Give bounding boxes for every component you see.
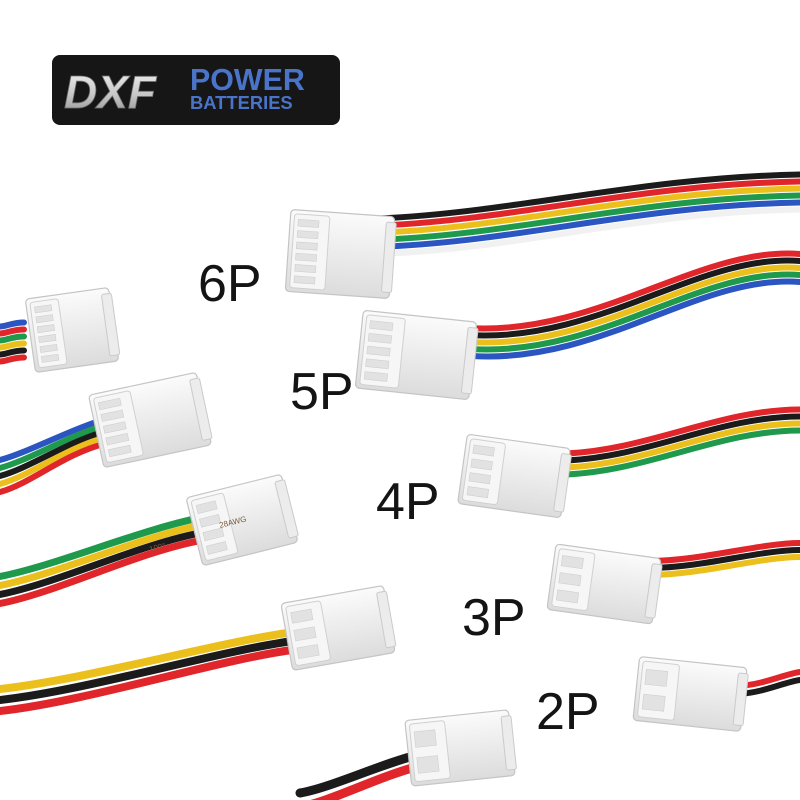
wire-black bbox=[0, 347, 27, 358]
wire-black bbox=[376, 171, 800, 222]
wire-red bbox=[0, 326, 27, 337]
wire-red bbox=[378, 178, 800, 229]
left-2p-housing bbox=[404, 709, 517, 787]
brand-logo-plate bbox=[52, 55, 340, 125]
wire-red bbox=[0, 354, 27, 365]
wire-green bbox=[468, 271, 800, 353]
wire-green bbox=[382, 192, 800, 243]
left-2p-wires bbox=[295, 749, 425, 800]
brand-mark-text: DXF bbox=[64, 66, 158, 118]
wire-black bbox=[466, 257, 800, 339]
connector-3p-wires bbox=[647, 540, 800, 578]
wire-blue bbox=[0, 319, 27, 330]
wire-black bbox=[0, 528, 209, 598]
wire-green bbox=[563, 427, 800, 478]
wire-green bbox=[0, 512, 213, 580]
wire-yellow bbox=[563, 420, 800, 471]
left-6p-wires bbox=[0, 319, 27, 365]
left-6p-housing bbox=[25, 287, 121, 373]
wire-red bbox=[465, 250, 800, 332]
wire-red bbox=[647, 540, 800, 564]
label-4p: 4P bbox=[376, 473, 440, 531]
label-5p: 5P bbox=[290, 363, 354, 421]
connector-4p-housing bbox=[457, 434, 572, 518]
wire-black bbox=[295, 749, 425, 798]
wire-red bbox=[0, 441, 107, 495]
wire-yellow bbox=[0, 434, 110, 487]
wire-yellow bbox=[647, 554, 800, 578]
wire-print-text: 100° bbox=[148, 541, 166, 554]
wire-black bbox=[563, 413, 800, 464]
wire-red bbox=[310, 761, 424, 800]
wire-yellow bbox=[0, 340, 27, 351]
wire-red bbox=[563, 406, 800, 457]
connector-2p-housing bbox=[632, 656, 749, 732]
left-4p-housing bbox=[186, 474, 299, 566]
wire-blue bbox=[384, 199, 800, 250]
left-5p-housing bbox=[88, 372, 213, 468]
left-3p-wires bbox=[0, 627, 305, 715]
connector-5p-wires bbox=[465, 250, 800, 360]
connector-6p-wires bbox=[376, 171, 800, 257]
wire-black bbox=[0, 636, 304, 704]
left-3p-housing bbox=[280, 585, 397, 671]
connector-3p-housing bbox=[546, 543, 663, 625]
label-3p: 3P bbox=[462, 589, 526, 647]
label-6p: 6P bbox=[198, 255, 262, 313]
wire-red bbox=[0, 645, 303, 715]
housings-layer bbox=[25, 209, 749, 787]
wire-blue bbox=[469, 278, 800, 360]
left-4p-wires bbox=[0, 512, 213, 607]
connector-6p-housing bbox=[284, 209, 397, 299]
wire-yellow bbox=[0, 520, 211, 589]
wire-white bbox=[386, 206, 800, 257]
wires-layer bbox=[0, 171, 800, 800]
connector-5p-housing bbox=[355, 310, 479, 400]
connector-4p-wires bbox=[563, 406, 800, 478]
wire-yellow bbox=[467, 264, 800, 346]
brand-word-batteries: BATTERIES bbox=[190, 93, 293, 113]
wire-yellow bbox=[380, 185, 800, 236]
brand-word-power: POWER bbox=[190, 62, 305, 97]
wire-yellow bbox=[0, 627, 305, 693]
label-2p: 2P bbox=[536, 683, 600, 741]
wire-red bbox=[0, 536, 207, 607]
wire-green bbox=[0, 333, 27, 344]
wire-black bbox=[647, 547, 800, 571]
connector-2p-wires bbox=[737, 669, 800, 697]
brand-mark-icon: DXF bbox=[64, 66, 159, 119]
